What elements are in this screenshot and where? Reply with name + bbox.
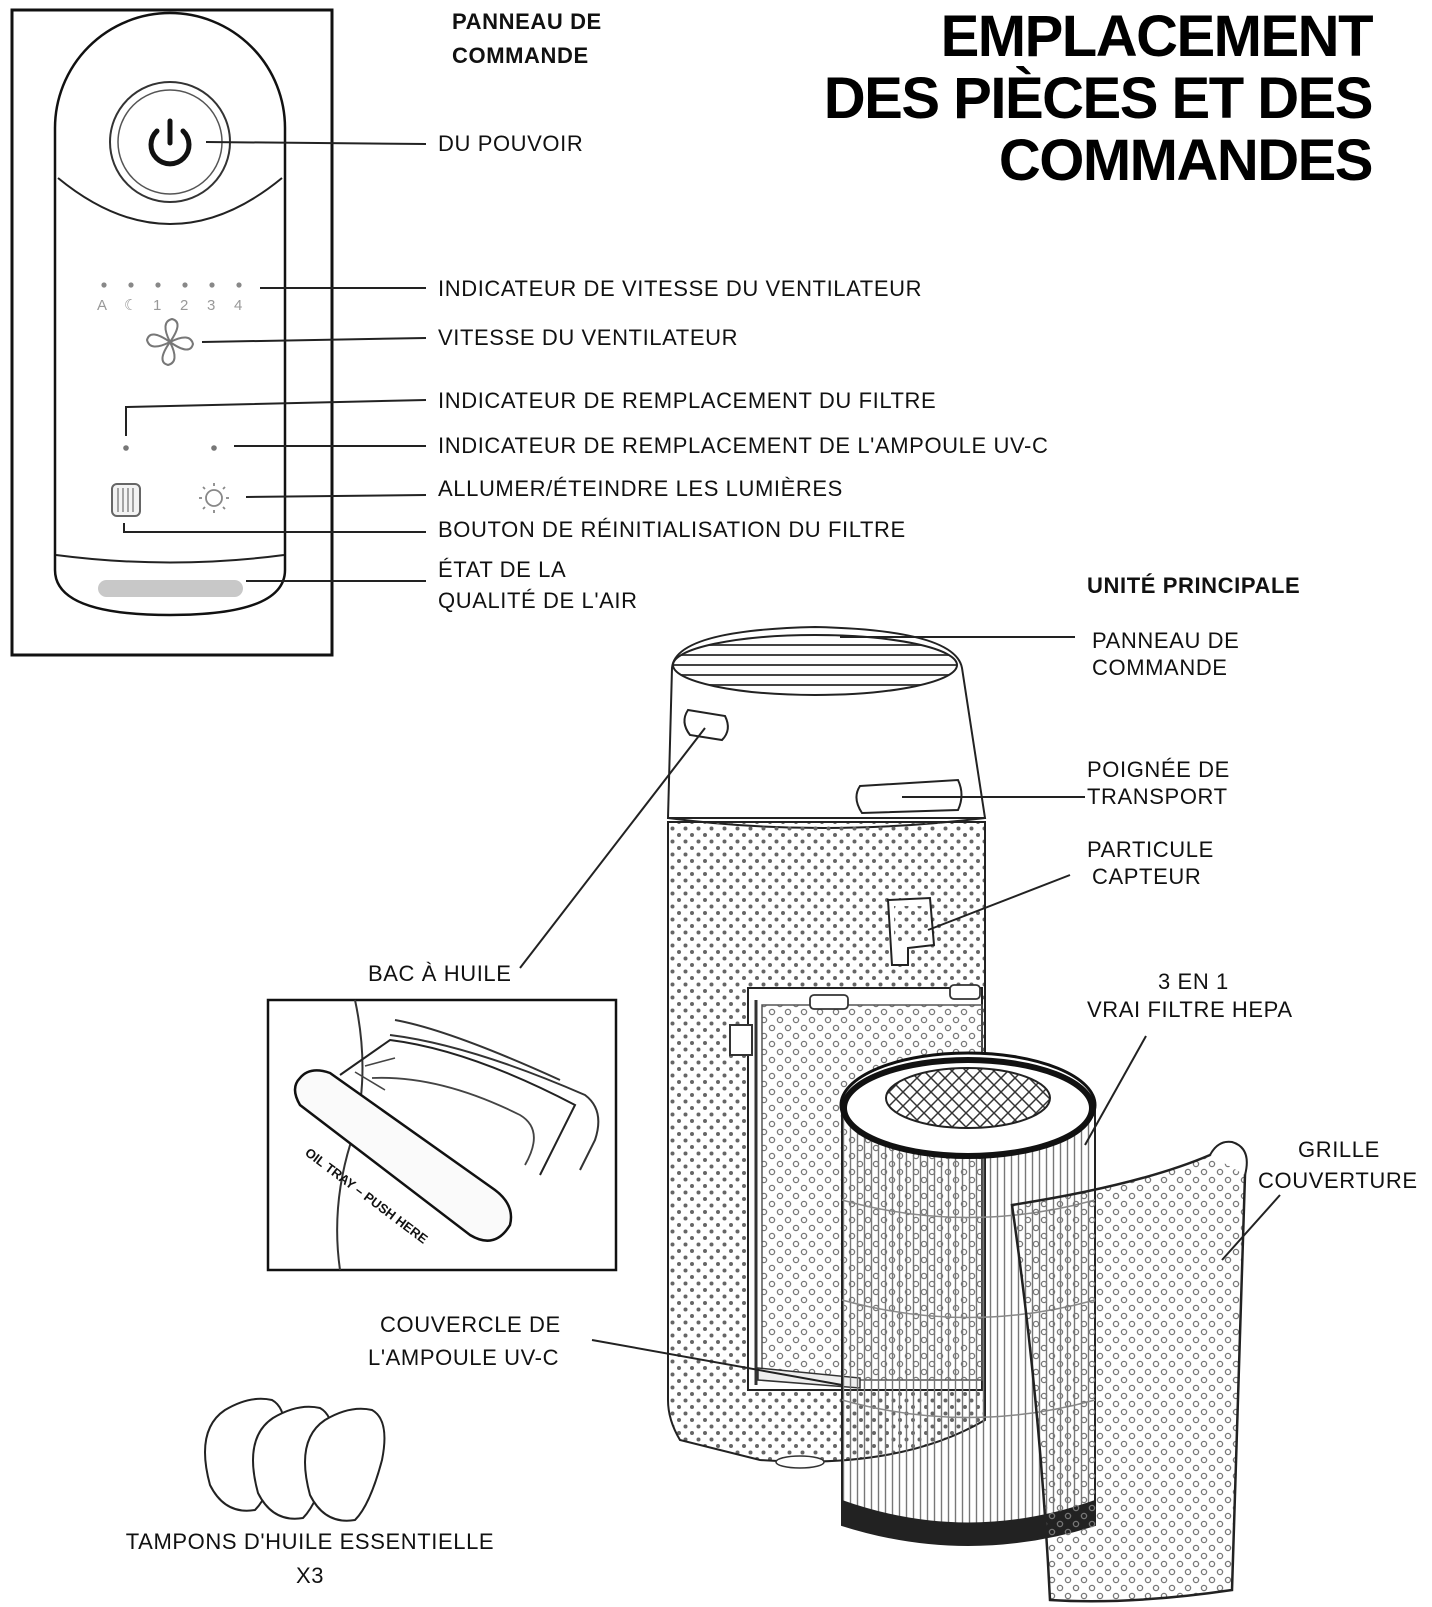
label-uv-cover-line2: L'AMPOULE UV-C	[368, 1345, 560, 1370]
air-quality-light-bar	[98, 580, 243, 597]
label-filter-indicator: INDICATEUR DE REMPLACEMENT DU FILTRE	[438, 388, 937, 413]
label-sensor-line2: CAPTEUR	[1092, 864, 1202, 889]
filter-indicator-dot-icon	[123, 445, 129, 451]
label-filter-line2: VRAI FILTRE HEPA	[1087, 997, 1293, 1022]
label-unit-panel-line1: PANNEAU DE	[1092, 628, 1240, 653]
speed-indicator-dots-icon	[101, 282, 242, 288]
speed-mark-auto: A	[97, 297, 108, 314]
speed-mark-3: 3	[207, 297, 216, 314]
control-panel-illustration	[10, 8, 427, 657]
label-fan-speed-indicator: INDICATEUR DE VITESSE DU VENTILATEUR	[438, 276, 923, 301]
main-unit-heading: UNITÉ PRINCIPALE	[1087, 573, 1301, 598]
oil-tray-detail	[266, 998, 618, 1272]
label-unit-panel-line2: COMMANDE	[1092, 655, 1228, 680]
label-sensor-line1: PARTICULE	[1087, 837, 1214, 862]
light-toggle-sun-icon	[199, 483, 229, 513]
label-air-quality-line2: QUALITÉ DE L'AIR	[438, 588, 638, 613]
label-handle-line1: POIGNÉE DE	[1087, 757, 1230, 782]
title-line-2: DES PIÈCES ET DES	[823, 66, 1374, 131]
label-air-quality-line1: ÉTAT DE LA	[438, 557, 567, 582]
page-title: EMPLACEMENT DES PIÈCES ET DES COMMANDES	[823, 4, 1374, 193]
grille-cover-illustration	[1010, 1140, 1248, 1603]
essential-oil-pads-illustration	[204, 1397, 386, 1522]
speed-mark-1: 1	[153, 297, 162, 314]
label-fan-speed: VITESSE DU VENTILATEUR	[438, 325, 739, 350]
control-panel-heading-line2: COMMANDE	[452, 43, 589, 68]
fan-icon	[145, 317, 195, 367]
speed-mark-sleep: ☾	[124, 297, 138, 314]
control-panel-heading-line1: PANNEAU DE	[452, 9, 602, 34]
label-filter-reset: BOUTON DE RÉINITIALISATION DU FILTRE	[438, 517, 906, 542]
label-grille-line2: COUVERTURE	[1258, 1168, 1418, 1193]
unit-leader-lines	[519, 636, 1281, 1386]
label-filter-line1: 3 EN 1	[1158, 969, 1229, 994]
speed-mark-4: 4	[234, 297, 243, 314]
label-handle-line2: TRANSPORT	[1087, 784, 1228, 809]
panel-leader-lines	[123, 141, 427, 582]
label-grille-line1: GRILLE	[1298, 1137, 1380, 1162]
label-uv-indicator: INDICATEUR DE REMPLACEMENT DE L'AMPOULE …	[438, 433, 1049, 458]
title-line-3: COMMANDES	[998, 128, 1374, 193]
label-oil-pads-line1: TAMPONS D'HUILE ESSENTIELLE	[125, 1529, 495, 1554]
label-oil-pads-line2: X3	[295, 1563, 325, 1588]
speed-mark-2: 2	[180, 297, 189, 314]
label-uv-cover-line1: COUVERCLE DE	[380, 1312, 561, 1337]
label-oil-tray: BAC À HUILE	[368, 961, 512, 986]
label-power: DU POUVOIR	[438, 131, 584, 156]
uv-indicator-dot-icon	[211, 445, 217, 451]
filter-reset-button-icon	[111, 483, 141, 517]
title-line-1: EMPLACEMENT	[940, 4, 1374, 69]
label-lights-toggle: ALLUMER/ÉTEINDRE LES LUMIÈRES	[438, 476, 843, 501]
